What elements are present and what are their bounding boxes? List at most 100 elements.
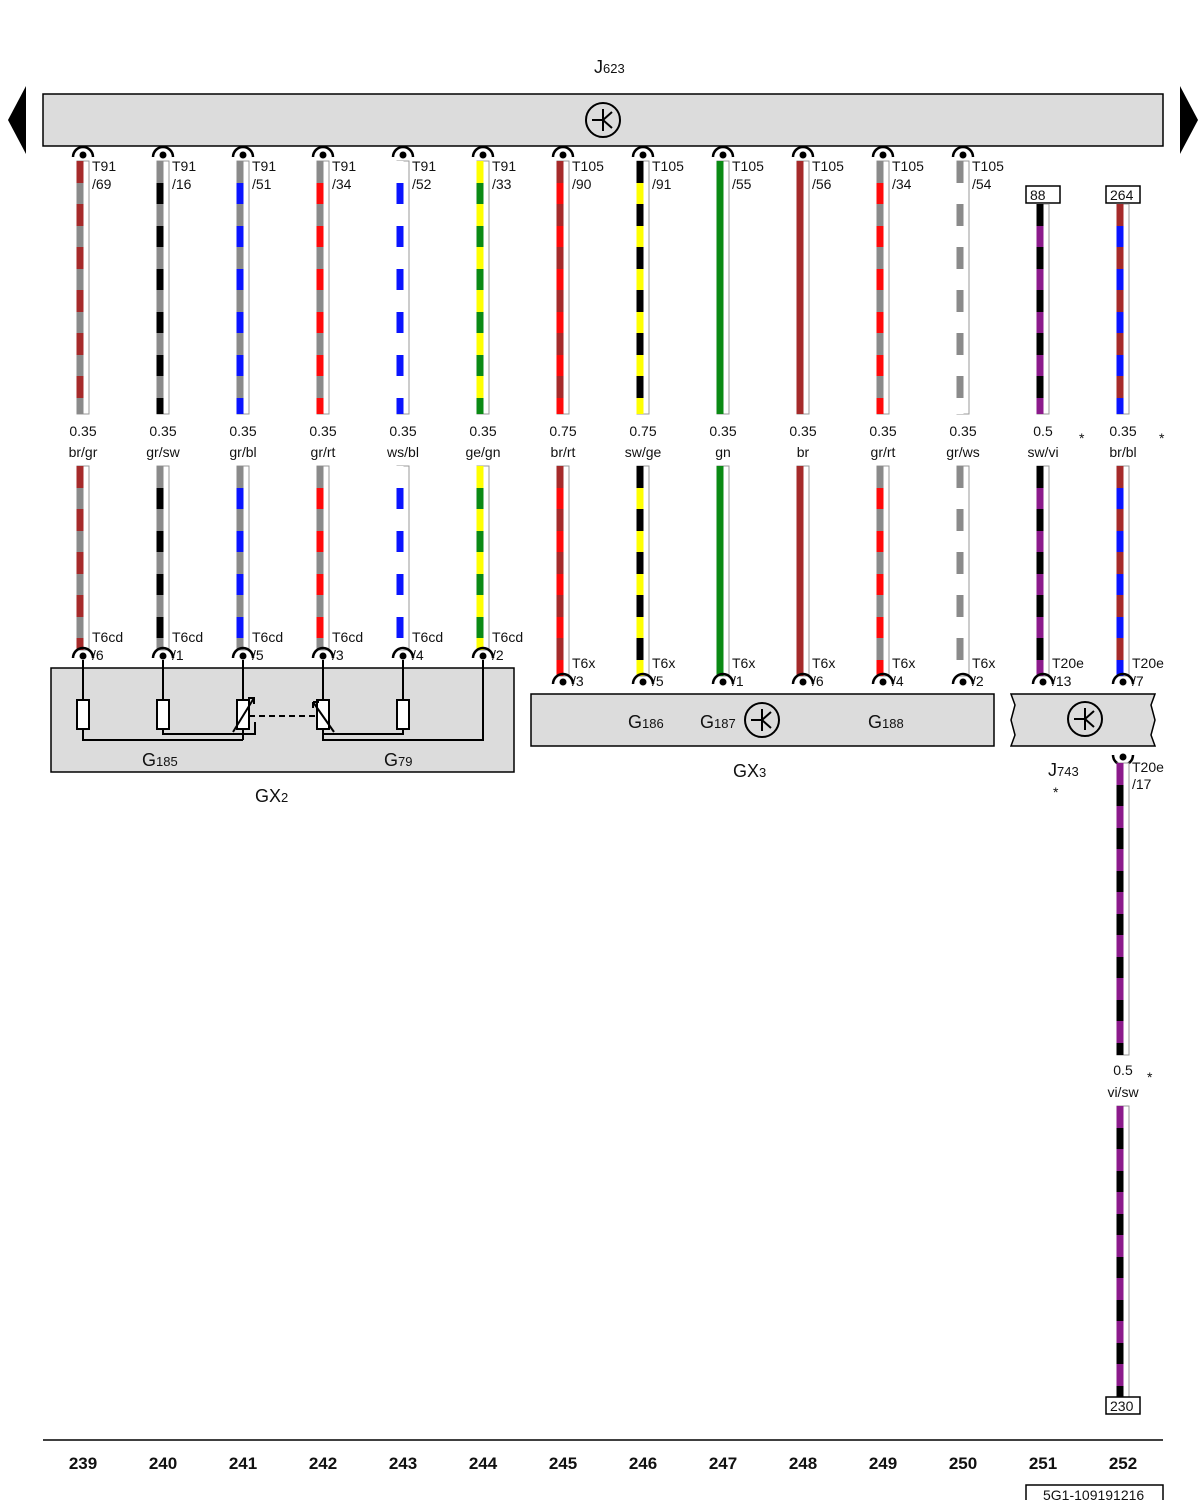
top-connector-id: T91 — [332, 158, 356, 174]
wire-lower — [236, 465, 250, 651]
wires-layer: T91/690.35br/grT6cd/6T91/160.35gr/swT6cd… — [69, 145, 1165, 1415]
bottom-connector-pin: /7 — [1132, 673, 1144, 689]
wire-size: 0.35 — [869, 423, 896, 439]
bottom-connector-pin: /4 — [892, 673, 904, 689]
wire-lower — [1116, 465, 1130, 677]
g186-label: G186 — [628, 712, 664, 732]
wire-size: 0.35 — [949, 423, 976, 439]
top-connector-pin: /16 — [172, 176, 192, 192]
column-number: 241 — [229, 1454, 257, 1473]
wire-size: 0.35 — [69, 423, 96, 439]
column-number: 250 — [949, 1454, 977, 1473]
top-connector — [791, 145, 815, 159]
bottom-connector-id: T6cd — [92, 629, 123, 645]
wire-upper — [956, 160, 970, 415]
wire-lower — [476, 465, 490, 651]
continuation-wire-lower — [1116, 1105, 1130, 1398]
bottom-connector-id: T20e — [1132, 655, 1164, 671]
wire-upper — [636, 160, 650, 415]
top-connector — [151, 145, 175, 159]
top-connector-pin: /90 — [572, 176, 592, 192]
wire-color-code: gr/rt — [871, 444, 896, 460]
wire-color-code: br/gr — [69, 444, 98, 460]
page-left-arrow-icon[interactable] — [8, 86, 26, 154]
ref-box[interactable] — [1105, 185, 1141, 204]
wire-note-star: * — [1159, 430, 1165, 446]
column-number: 246 — [629, 1454, 657, 1473]
column-number: 243 — [389, 1454, 417, 1473]
bottom-connector — [471, 646, 495, 660]
bottom-connector-pin: /3 — [572, 673, 584, 689]
wire-lower — [76, 465, 90, 651]
j623-label: J623 — [594, 57, 625, 77]
bottom-connector-id: T6cd — [332, 629, 363, 645]
bottom-connector-pin: /2 — [492, 647, 504, 663]
bottom-connector-pin: /13 — [1052, 673, 1072, 689]
top-connector-id: T91 — [412, 158, 436, 174]
top-connector-pin: /69 — [92, 176, 112, 192]
column-number: 251 — [1029, 1454, 1057, 1473]
wire-note-star: * — [1079, 430, 1085, 446]
continuation-wire-upper — [1116, 762, 1130, 1056]
wire-color-code: sw/ge — [625, 444, 662, 460]
bottom-connector — [1031, 672, 1055, 686]
ref-box[interactable] — [1025, 185, 1061, 204]
gx2-circuit — [76, 660, 484, 741]
wire-lower — [396, 465, 410, 651]
wire-size: 0.35 — [389, 423, 416, 439]
bottom-connector-id: T6cd — [492, 629, 523, 645]
wire-color-code: ws/bl — [386, 444, 419, 460]
bottom-connector-id: T6x — [732, 655, 755, 671]
bottom-connector — [951, 672, 975, 686]
gx2-housing — [50, 667, 515, 773]
ref-box[interactable] — [1105, 1396, 1141, 1415]
top-connector-id: T105 — [892, 158, 924, 174]
top-connector-pin: /55 — [732, 176, 752, 192]
wire-lower — [636, 465, 650, 677]
column-number: 247 — [709, 1454, 737, 1473]
j623-electronics-icon — [585, 102, 621, 138]
column-number: 244 — [469, 1454, 498, 1473]
bottom-connector — [311, 646, 335, 660]
wire-lower — [796, 465, 810, 677]
wire-upper — [716, 160, 730, 415]
top-connector — [391, 145, 415, 159]
continuation-color-code: vi/sw — [1107, 1084, 1139, 1100]
wire-upper — [1036, 203, 1050, 415]
wire-lower — [156, 465, 170, 651]
gx3-label: GX3 — [733, 761, 766, 781]
wire-size: 0.35 — [229, 423, 256, 439]
bottom-connector — [231, 646, 255, 660]
bottom-connector-id: T6x — [972, 655, 995, 671]
wire-size: 0.35 — [149, 423, 176, 439]
page-right-arrow-icon[interactable] — [1180, 86, 1198, 154]
wire-lower — [1036, 465, 1050, 677]
wire-lower — [716, 465, 730, 677]
doc-id: 5G1-109191216 — [1043, 1487, 1144, 1500]
j743-star: * — [1053, 784, 1059, 800]
wire-upper — [476, 160, 490, 415]
top-connector — [711, 145, 735, 159]
continuation-connector-id: T20e — [1132, 759, 1164, 775]
top-connector-id: T105 — [972, 158, 1004, 174]
ref-number: 88 — [1030, 187, 1046, 203]
continuation-connector-pin: /17 — [1132, 776, 1152, 792]
bottom-connector — [151, 646, 175, 660]
wire-color-code: gn — [715, 444, 731, 460]
wire-size: 0.75 — [549, 423, 576, 439]
bottom-connector-id: T6cd — [252, 629, 283, 645]
bottom-connector — [711, 672, 735, 686]
wire-lower — [556, 465, 570, 677]
top-connector-id: T91 — [492, 158, 516, 174]
wire-lower — [876, 465, 890, 677]
continuation-star: * — [1147, 1069, 1153, 1085]
column-number: 242 — [309, 1454, 337, 1473]
top-connector-pin: /34 — [332, 176, 352, 192]
top-connector — [231, 145, 255, 159]
bottom-connector-pin: /1 — [732, 673, 744, 689]
wire-upper — [236, 160, 250, 415]
bottom-connector-id: T6x — [652, 655, 675, 671]
gx3-electronics-arrow — [751, 709, 772, 731]
bottom-connector-pin: /5 — [652, 673, 664, 689]
wire-color-code: gr/ws — [946, 444, 979, 460]
